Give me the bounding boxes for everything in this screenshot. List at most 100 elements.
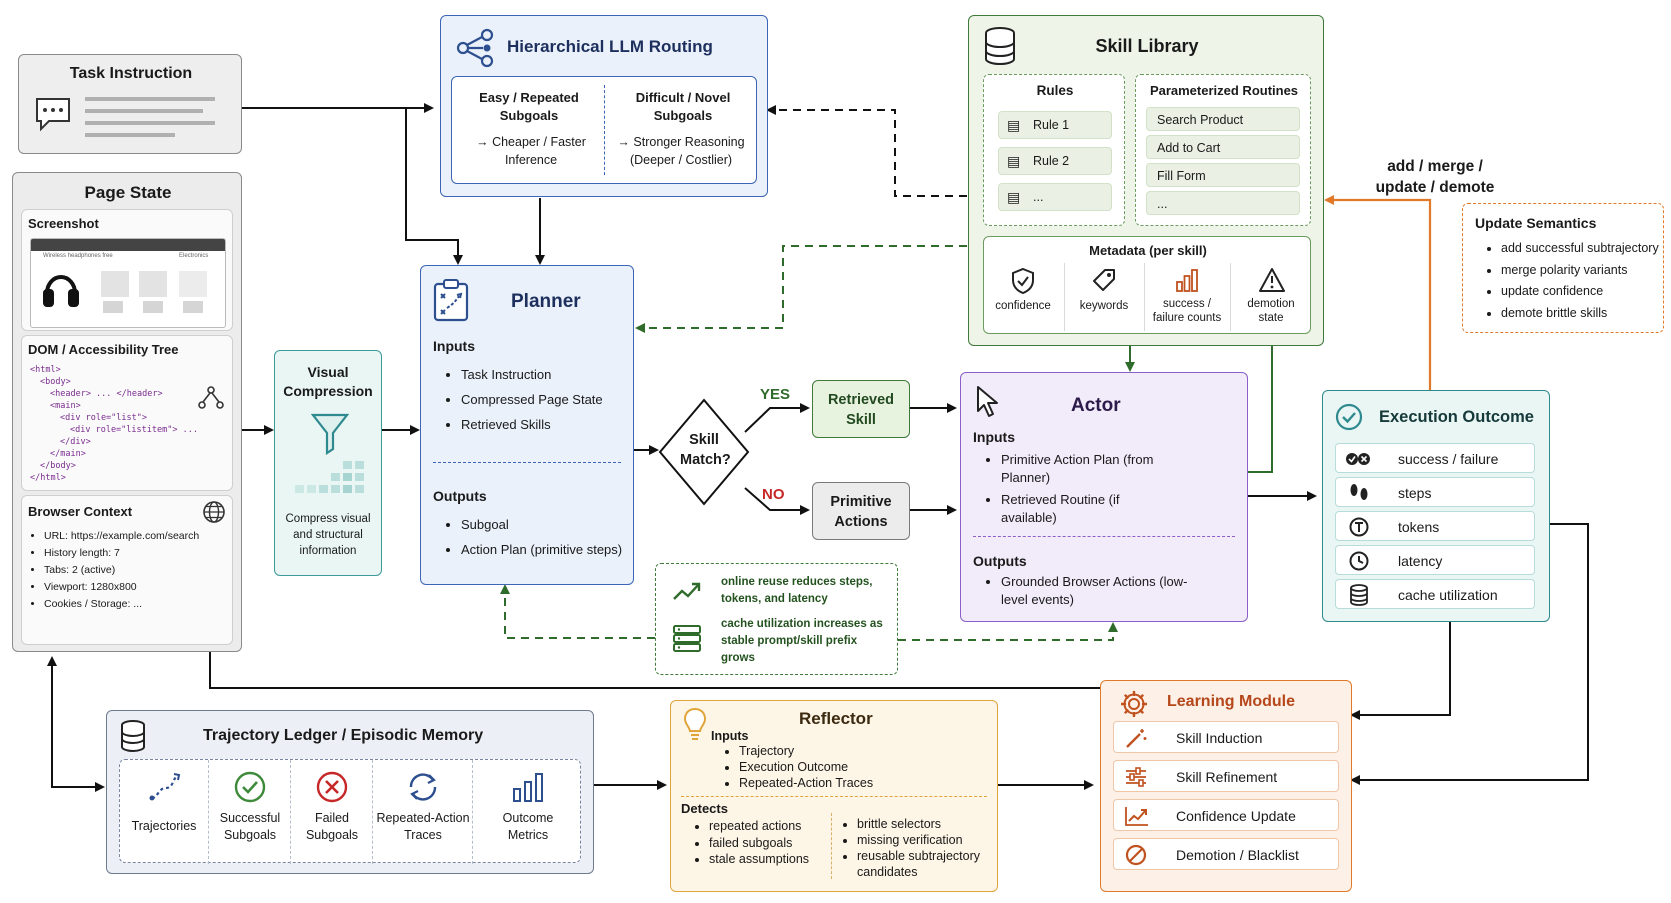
primitive-actions-box: Primitive Actions (812, 482, 910, 540)
arrow-callout-planner (500, 584, 655, 639)
arrow-outcome-learning-a (1350, 622, 1451, 720)
routine-label: Fill Form (1157, 169, 1206, 183)
reflector-detects-right: brittle selectors missing verification r… (843, 816, 1007, 880)
planner-inputs-list: Task Instruction Compressed Page State R… (447, 362, 603, 437)
screenshot-section: Screenshot Wireless headphones free Elec… (21, 209, 233, 331)
planner-input-item: Task Instruction (461, 362, 603, 387)
reflector-divider (681, 796, 987, 797)
skill-match-yes: YES (760, 386, 791, 403)
learning-item: Confidence Update (1113, 799, 1339, 831)
routine-item: Fill Form (1146, 163, 1300, 187)
metadata-section: Metadata (per skill) confidence keywords… (983, 236, 1311, 334)
gear-icon (1121, 691, 1147, 717)
success-failure-icon (1346, 453, 1370, 465)
update-semantics-box: Update Semantics add successful subtraje… (1462, 203, 1664, 333)
cache-server-icon (673, 625, 701, 652)
actor-input-item: Retrieved Routine (if available) (1001, 491, 1171, 527)
planner-output-item: Subgoal (461, 512, 622, 537)
efficiency-callout: online reuse reduces steps, tokens, and … (655, 563, 898, 675)
rule-item: ▤ ... (998, 183, 1112, 211)
learning-item-label: Skill Refinement (1176, 769, 1278, 785)
arrow-library-planner (635, 245, 967, 333)
outcome-item: success / failure (1335, 443, 1535, 473)
outcome-label: tokens (1398, 519, 1440, 535)
retrieved-skill-label: Retrieved Skill (827, 392, 895, 428)
dom-line: <div role="listitem"> ... (70, 425, 198, 435)
success-check-icon (234, 771, 266, 803)
routing-title: Hierarchical LLM Routing (507, 37, 713, 56)
planner-input-item: Retrieved Skills (461, 412, 603, 437)
pixel-grid-decoration (295, 461, 364, 493)
rules-title: Rules (1036, 83, 1074, 98)
reflector-detect-item: repeated actions (709, 818, 809, 835)
browser-context-item: Viewport: 1280x800 (44, 579, 199, 596)
routine-item: Add to Cart (1146, 135, 1300, 159)
reflector-detects-left: repeated actions failed subgoals stale a… (695, 818, 809, 868)
routing-box: Hierarchical LLM Routing Easy / Repeated… (440, 15, 768, 197)
routing-network-icon (456, 28, 494, 68)
arrow-library-routing (766, 105, 967, 197)
routine-label: Add to Cart (1157, 141, 1221, 155)
text-lines-decoration (85, 97, 215, 137)
reflector-box: Reflector Inputs Trajectory Execution Ou… (670, 700, 998, 892)
reflector-inputs-list: Trajectory Execution Outcome Repeated-Ac… (725, 743, 873, 791)
actor-input-item: Primitive Action Plan (from Planner) (1001, 451, 1171, 487)
planner-output-item: Action Plan (primitive steps) (461, 537, 622, 562)
planner-input-item: Compressed Page State (461, 387, 603, 412)
arrow-outcome-library (1324, 195, 1432, 390)
outcome-label: success / failure (1398, 451, 1499, 467)
visual-compression-box: Visual Compression Compress visual and s… (274, 350, 382, 576)
check-circle-icon (1335, 403, 1363, 431)
page-state-panel: Page State Screenshot Wireless headphone… (12, 172, 242, 652)
visual-compression-title: Visual Compression (283, 364, 373, 399)
clipboard-plan-icon (433, 279, 469, 322)
headphones-icon (43, 275, 79, 307)
routing-divider (604, 85, 605, 175)
magic-wand-icon (1126, 729, 1147, 748)
sliders-icon (1126, 767, 1146, 787)
metadata-item: confidence (984, 263, 1062, 331)
routing-inner: Easy / Repeated Subgoals → Cheaper / Fas… (451, 76, 757, 184)
ledger-item: Failed Subgoals (290, 760, 373, 864)
update-semantics-list: add successful subtrajectory merge polar… (1487, 238, 1659, 324)
routines-title: Parameterized Routines (1149, 83, 1299, 98)
ledger-item: Outcome Metrics (472, 760, 583, 864)
shield-check-icon (1012, 267, 1034, 295)
actor-output-item: Grounded Browser Actions (low-level even… (1001, 573, 1191, 609)
block-icon (1125, 844, 1147, 866)
update-semantics-item: demote brittle skills (1501, 303, 1659, 325)
actor-divider (973, 536, 1235, 537)
reflector-input-item: Trajectory (739, 743, 873, 759)
browser-context-list: URL: https://example.com/search History … (30, 528, 199, 613)
globe-icon (203, 501, 225, 523)
actor-outputs-label: Outputs (973, 553, 1027, 569)
outcome-item: steps (1335, 477, 1535, 507)
update-semantics-title: Update Semantics (1475, 215, 1597, 231)
actor-title: Actor (1071, 395, 1121, 416)
rule-label: ... (1033, 190, 1044, 204)
metadata-label: keywords (1079, 300, 1129, 312)
routine-item: Search Product (1146, 107, 1300, 131)
browser-context-label: Browser Context (28, 504, 133, 519)
arrow-actor-library (1247, 346, 1273, 473)
ledger-database-icon (121, 720, 145, 753)
reflector-detect-item: brittle selectors (857, 816, 1007, 832)
mock-page-title: Wireless headphones free (43, 253, 113, 259)
rule-label: Rule 1 (1033, 118, 1070, 132)
tag-icon (1093, 269, 1115, 291)
dom-section: DOM / Accessibility Tree <html> <body> <… (21, 335, 233, 491)
dom-code: <html> <body> <header> ... </header> <ma… (30, 364, 198, 484)
repeat-cycle-icon (409, 773, 437, 801)
visual-compression-caption: Compress visual and structural informati… (285, 513, 371, 557)
trajectory-icon (149, 773, 181, 801)
dom-line: <body> (40, 377, 71, 387)
dom-line: <main> (50, 401, 81, 411)
dom-line: <html> (30, 365, 61, 375)
failure-x-icon (316, 771, 348, 803)
update-semantics-item: merge polarity variants (1501, 260, 1659, 282)
metadata-item: keywords (1064, 263, 1143, 331)
task-instruction-title: Task Instruction (69, 65, 193, 82)
ledger-item: Trajectories (120, 760, 208, 864)
arrow-callout-actor (898, 622, 1118, 641)
ledger-item-label: Repeated-Action Traces (376, 811, 470, 842)
